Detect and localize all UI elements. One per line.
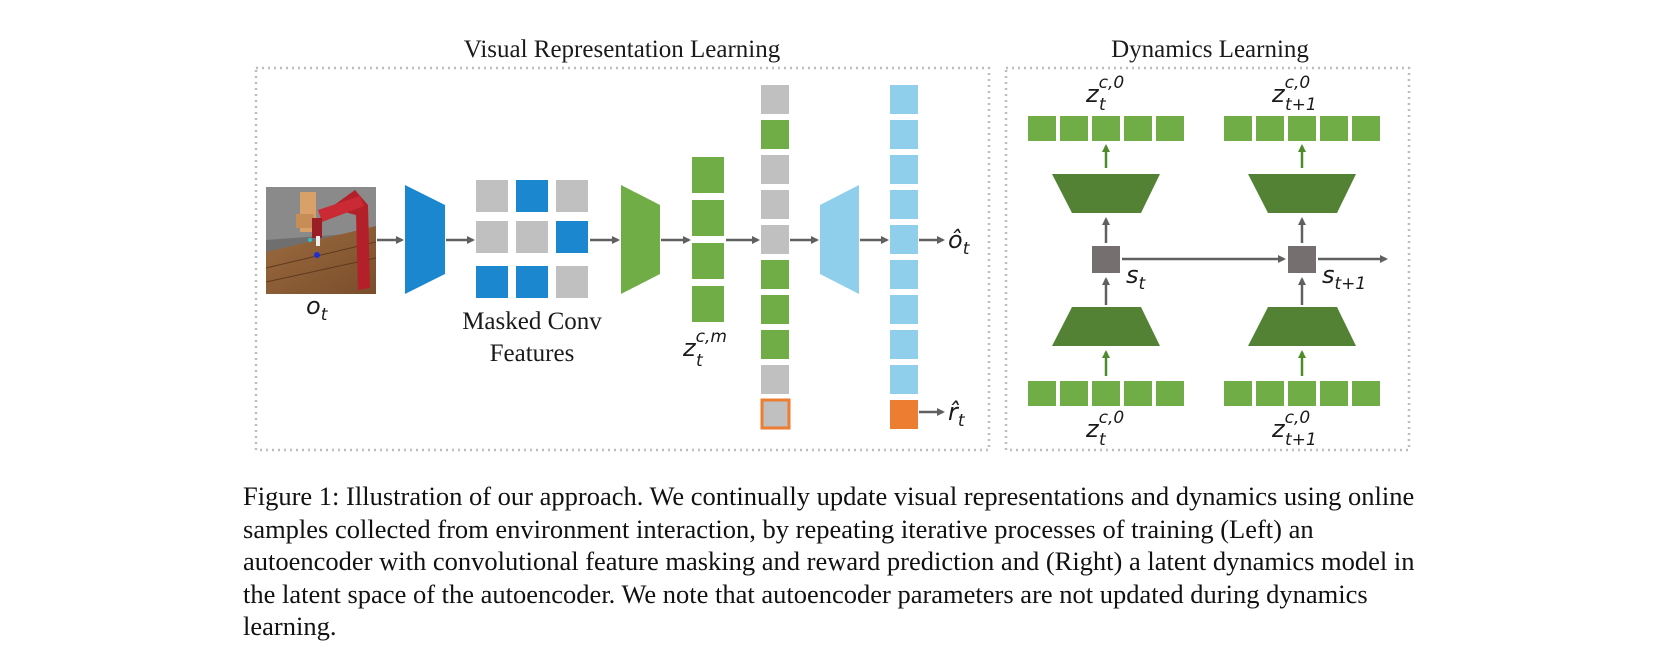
latent-cell <box>1092 381 1120 406</box>
latent-token <box>761 120 789 149</box>
latent-cell <box>1320 381 1348 406</box>
state-t1 <box>1288 246 1316 273</box>
latent-cell <box>1060 116 1088 141</box>
latent-cell <box>1320 116 1348 141</box>
mask-token <box>761 225 789 254</box>
latent-cell <box>1256 116 1284 141</box>
observation-image <box>265 187 377 294</box>
latent-cell <box>692 157 724 193</box>
latent-cell <box>1156 116 1184 141</box>
dynamics-encoder-t1 <box>1248 307 1356 346</box>
masked-features-label-line2: Features <box>490 340 575 367</box>
latent-cell <box>1156 381 1184 406</box>
output-token <box>890 295 918 324</box>
right-panel-title: Dynamics Learning <box>1111 36 1309 63</box>
reward-token <box>760 398 791 430</box>
right-arrows <box>1102 144 1388 376</box>
feature-cell <box>556 221 588 253</box>
feature-cell <box>516 266 548 298</box>
z-t1-bottom-vector <box>1224 381 1380 406</box>
feature-cell <box>476 221 508 253</box>
masked-features-label-line1: Masked Conv <box>462 308 602 335</box>
dynamics-decoder-t <box>1052 174 1160 213</box>
observation-label: ot <box>306 292 329 325</box>
latent-cell <box>1288 381 1316 406</box>
latent-cell <box>1124 381 1152 406</box>
latent-cell <box>1256 381 1284 406</box>
feature-cell <box>556 266 588 298</box>
r-hat-label: r̂t <box>948 398 966 431</box>
reward-output <box>890 400 918 429</box>
conv-encoder <box>405 185 445 294</box>
latent-token <box>761 330 789 359</box>
latent-cell <box>1352 116 1380 141</box>
s-t-label: st <box>1126 261 1147 294</box>
latent-cell <box>1092 116 1120 141</box>
latent-cell <box>1352 381 1380 406</box>
latent-cell <box>692 286 724 322</box>
latent-cell <box>1124 116 1152 141</box>
output-token <box>890 120 918 149</box>
z-t1-top-vector <box>1224 116 1380 141</box>
output-token <box>890 225 918 254</box>
latent-cell <box>1224 116 1252 141</box>
latent-encoder <box>621 185 660 294</box>
latent-cell <box>1028 381 1056 406</box>
left-panel-border <box>254 66 991 452</box>
latent-cell <box>1028 116 1056 141</box>
dynamics-encoder-t <box>1052 307 1160 346</box>
mask-token <box>761 190 789 219</box>
latent-token <box>761 295 789 324</box>
mask-token <box>761 365 789 394</box>
mask-token <box>761 155 789 184</box>
latent-cell <box>1060 381 1088 406</box>
mask-token <box>761 85 789 114</box>
output-token <box>890 365 918 394</box>
s-t1-label: st+1 <box>1322 261 1366 294</box>
feature-cell <box>516 180 548 212</box>
output-token <box>890 260 918 289</box>
feature-cell <box>476 180 508 212</box>
output-token <box>890 330 918 359</box>
output-column <box>890 85 918 429</box>
masked-latent-vector <box>692 157 724 322</box>
right-panel-border <box>1004 66 1411 452</box>
output-token <box>890 85 918 114</box>
token-column <box>760 85 791 430</box>
latent-cell <box>692 243 724 279</box>
approach-diagram: Visual Representation Learning Dynamics … <box>254 36 1411 452</box>
z-t-top-vector <box>1028 116 1184 141</box>
output-token <box>890 190 918 219</box>
dynamics-decoder-t1 <box>1248 174 1356 213</box>
state-t <box>1092 246 1120 273</box>
o-hat-label: ôt <box>948 226 971 259</box>
z-t-bottom-vector <box>1028 381 1184 406</box>
figure-caption: Figure 1: Illustration of our approach. … <box>243 481 1415 641</box>
latent-cell <box>1224 381 1252 406</box>
feature-cell <box>476 266 508 298</box>
left-arrows <box>377 236 945 416</box>
feature-cell <box>516 221 548 253</box>
latent-cell <box>692 200 724 236</box>
left-panel-title: Visual Representation Learning <box>464 36 781 63</box>
masked-conv-features <box>476 180 588 298</box>
feature-cell <box>556 180 588 212</box>
latent-cell <box>1288 116 1316 141</box>
decoder <box>820 185 859 294</box>
latent-token <box>761 260 789 289</box>
output-token <box>890 155 918 184</box>
